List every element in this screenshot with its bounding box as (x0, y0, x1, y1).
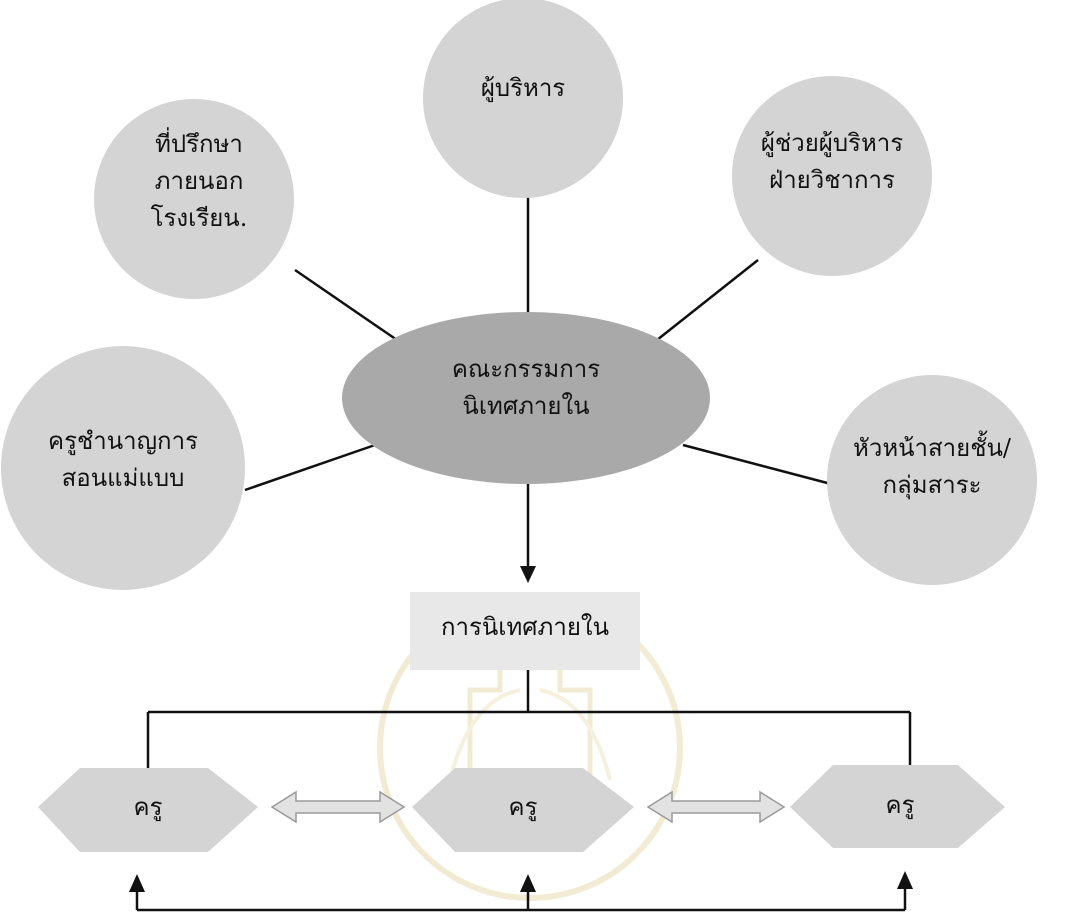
right-assistant-label: ผู้ช่วยผู้บริหาร ฝ่ายวิชาการ (727, 125, 937, 199)
assistant-line-1: ผู้ช่วยผู้บริหาร (760, 129, 904, 157)
spoke-lines (244, 190, 836, 492)
consultant-line-1: ที่ปรึกษา (155, 130, 243, 158)
process-text: การนิเทศภายใน (440, 613, 610, 641)
spoke-right (682, 443, 836, 487)
top-node (423, 0, 623, 198)
outer-nodes (1, 0, 1037, 590)
arrow-down-icon (520, 484, 536, 583)
arrow-up-icon (129, 871, 913, 892)
center-line-1: คณะกรรมการ (451, 355, 601, 383)
process-label: การนิเทศภายใน (410, 609, 640, 646)
teacher-node-3 (790, 765, 1005, 848)
spoke-left (244, 443, 376, 492)
center-node (342, 312, 710, 484)
master-teacher-line-2: สอนแม่แบบ (61, 464, 185, 493)
teacher-label-1: ครู (133, 793, 163, 821)
left-consultant-node (94, 99, 294, 299)
teacher-label-2: ครู (508, 793, 538, 821)
teacher-label-3: ครู (885, 791, 915, 819)
left-master-teacher-label: ครูชำนาญการ สอนแม่แบบ (28, 423, 218, 497)
process-box (410, 592, 640, 670)
head-line-1: หัวหน้าสายชั้น/ (853, 434, 1011, 462)
right-assistant-node (732, 76, 932, 276)
right-head-node (827, 375, 1037, 585)
tree-connectors (135, 670, 912, 912)
top-node-label: ผู้บริหาร (443, 70, 603, 107)
assistant-line-2: ฝ่ายวิชาการ (769, 166, 895, 195)
teacher-node-2 (412, 768, 634, 852)
consultant-line-3: โรงเรียน. (150, 204, 248, 233)
consultant-line-2: ภายนอก (154, 167, 244, 196)
left-consultant-label: ที่ปรึกษา ภายนอก โรงเรียน. (124, 126, 274, 238)
head-line-2: กลุ่มสาระ (882, 471, 982, 500)
top-line-1: ผู้บริหาร (480, 74, 566, 102)
right-head-label: หัวหน้าสายชั้น/ กลุ่มสาระ (832, 430, 1032, 504)
double-arrow-icon (270, 790, 786, 824)
master-teacher-line-1: ครูชำนาญการ (48, 427, 198, 455)
center-line-2: นิเทศภายใน (462, 392, 590, 421)
left-master-teacher-node (1, 346, 245, 590)
teacher-nodes (38, 765, 1005, 852)
teacher-node-1 (38, 768, 258, 852)
center-node-label: คณะกรรมการ นิเทศภายใน (426, 351, 626, 425)
spoke-top-right (656, 259, 759, 341)
spoke-top-left (294, 268, 398, 342)
